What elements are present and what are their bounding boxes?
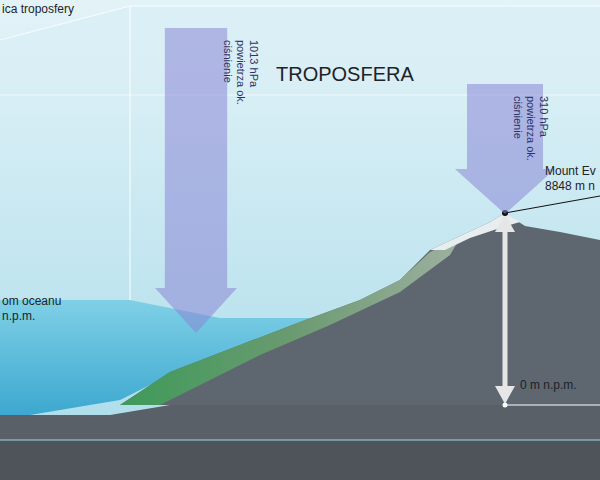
box-edge (0, 440, 600, 441)
height-arrow-head (495, 214, 515, 232)
sea-level-line (505, 405, 600, 406)
annotation: om oceanu n.p.m. (2, 294, 77, 324)
ground-front (0, 440, 600, 480)
annotation: 0 m n.p.m. (520, 378, 600, 393)
pressure-label: ciśnienie powietrza ok. 310 hPa (511, 96, 550, 178)
annotation: ica troposfery (2, 2, 142, 17)
height-arrow (503, 228, 508, 388)
box-edge (129, 6, 130, 315)
pressure-arrow-box: ciśnienie powietrza ok. 1013 hPa (155, 28, 237, 333)
top-face (0, 6, 600, 95)
annotation: Mount Ev 8848 m n (545, 164, 600, 194)
layer-title: TROPOSFERA (276, 62, 436, 86)
ground-block (0, 405, 600, 480)
pressure-label: ciśnienie powietrza ok. 1013 hPa (221, 40, 260, 122)
height-arrow-head (495, 386, 515, 404)
pressure-arrow-box: ciśnienie powietrza ok. 310 hPa (455, 84, 555, 214)
box-edge (130, 5, 600, 6)
arrow-body (455, 84, 555, 214)
